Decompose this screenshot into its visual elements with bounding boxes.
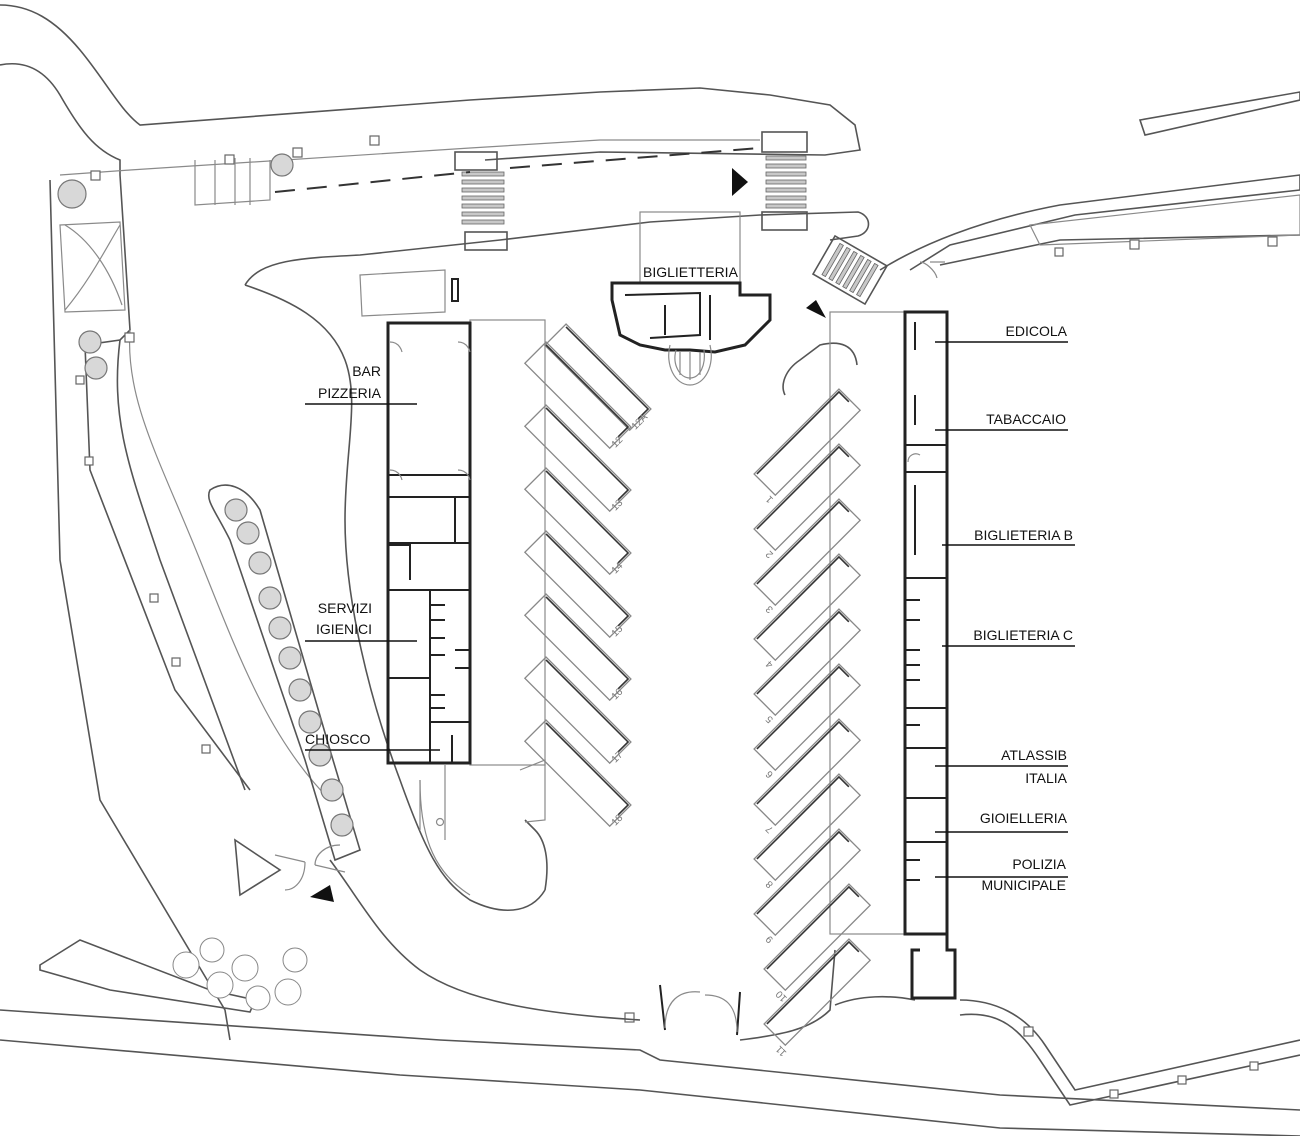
bay-kerb <box>545 722 630 816</box>
bay-kerb <box>756 390 850 475</box>
pedestrian-crossings <box>454 131 889 306</box>
bay-outline <box>523 656 632 765</box>
bay-outline <box>543 323 652 432</box>
bay-number: 16 <box>610 686 626 702</box>
bay-outline <box>523 530 632 639</box>
planter-strip <box>208 484 361 862</box>
biglieteria-b-label: BIGLIETERIA B <box>974 527 1073 543</box>
bay-kerb <box>756 665 850 750</box>
arrow-right-icon <box>732 168 748 196</box>
atlassib-label-line1: ATLASSIB <box>1001 747 1067 763</box>
biglietteria-building: BIGLIETTERIA <box>610 211 772 386</box>
polizia-label-line1: POLIZIA <box>1012 856 1066 872</box>
bay-kerb <box>756 500 850 585</box>
bay-number: 12 <box>610 434 626 450</box>
biglietteria-label: BIGLIETTERIA <box>643 264 739 280</box>
bay-number: 15 <box>610 623 626 639</box>
bus-bay-left-5: 16 <box>523 593 632 702</box>
bay-kerb <box>565 326 650 420</box>
bay-number: 13 <box>610 497 626 513</box>
bay-outline <box>753 663 862 772</box>
bay-number: 14 <box>610 560 626 576</box>
bay-kerb <box>756 720 850 805</box>
bay-kerb <box>545 470 630 564</box>
bay-number: 11 <box>774 1043 789 1058</box>
bay-outline <box>523 404 632 513</box>
right-building <box>829 261 957 1000</box>
bus-bay-right-4: 5 <box>753 608 862 725</box>
chiosco-label: CHIOSCO <box>305 731 370 747</box>
bay-outline <box>753 828 862 937</box>
bay-number: 17 <box>610 749 626 765</box>
bus-bay-right-1: 2 <box>753 443 862 560</box>
bay-kerb <box>756 830 850 915</box>
bay-outline <box>753 388 862 497</box>
servizi-label-line1: SERVIZI <box>318 600 372 616</box>
biglieteria-c-label: BIGLIETERIA C <box>973 627 1073 643</box>
bar-label-line1: BAR <box>352 363 381 379</box>
bay-kerb <box>545 533 630 627</box>
polizia-label-line2: MUNICIPALE <box>981 877 1066 893</box>
servizi-label-line2: IGIENICI <box>316 621 372 637</box>
bay-outline <box>753 443 862 552</box>
bay-kerb <box>545 659 630 753</box>
bus-bay-left-3: 14 <box>523 467 632 576</box>
bay-outline <box>523 719 632 828</box>
bar-label-line2: PIZZERIA <box>318 385 382 401</box>
leader-lines <box>305 341 1075 878</box>
direction-arrows <box>234 168 826 902</box>
arrow-down-right-icon <box>806 300 826 318</box>
bus-bay-right-2: 3 <box>753 498 862 615</box>
bus-bay-left-0: 12A <box>543 323 652 433</box>
fence-posts <box>75 135 1278 1099</box>
bus-bay-right-6: 7 <box>753 718 862 835</box>
bus-bay-right-5: 6 <box>753 663 862 780</box>
bay-outline <box>523 467 632 576</box>
bus-bay-right-10: 11 <box>763 938 872 1058</box>
bay-outline <box>753 773 862 882</box>
bay-outline <box>753 718 862 827</box>
gioielleria-label: GIOIELLERIA <box>980 810 1068 826</box>
bay-kerb <box>756 555 850 640</box>
bay-kerb <box>545 596 630 690</box>
bus-bay-left-2: 13 <box>523 404 632 513</box>
bay-kerb <box>766 940 860 1025</box>
bay-outline <box>763 883 872 992</box>
bus-bay-right-9: 10 <box>763 883 872 1004</box>
bay-outline <box>753 553 862 662</box>
bay-outline <box>753 498 862 607</box>
bay-kerb <box>766 885 860 970</box>
lane-dashes <box>274 147 761 193</box>
bay-number: 18 <box>610 812 626 828</box>
inner-roads <box>59 158 916 1041</box>
trees <box>57 153 308 1011</box>
bus-bay-left-7: 18 <box>523 719 632 828</box>
bay-kerb <box>756 775 850 860</box>
bus-bay-right-7: 8 <box>753 773 862 890</box>
bay-kerb <box>545 407 630 501</box>
tabaccaio-label: TABACCAIO <box>986 411 1066 427</box>
atlassib-label-line2: ITALIA <box>1025 770 1067 786</box>
bay-outline <box>753 608 862 717</box>
arrow-left-icon <box>310 885 334 902</box>
bay-kerb <box>545 344 630 438</box>
bay-outline <box>523 341 632 450</box>
bottom-gate <box>274 844 741 1036</box>
bus-bay-right-8: 9 <box>753 828 862 945</box>
left-building <box>386 319 546 840</box>
bay-outline <box>523 593 632 702</box>
bus-bay-left-1: 12 <box>523 341 632 450</box>
bus-bay-right-3: 4 <box>753 553 862 670</box>
bay-number: 12A <box>630 412 651 433</box>
edicola-label: EDICOLA <box>1006 323 1068 339</box>
bus-bay-right-0: 1 <box>753 388 862 505</box>
room-labels: BAR PIZZERIA SERVIZI IGIENICI CHIOSCO ED… <box>305 323 1073 893</box>
bay-kerb <box>756 610 850 695</box>
bus-bay-left-4: 15 <box>523 530 632 639</box>
bay-kerb <box>756 445 850 530</box>
bay-outline <box>763 938 872 1047</box>
bus-bay-left-6: 17 <box>523 656 632 765</box>
